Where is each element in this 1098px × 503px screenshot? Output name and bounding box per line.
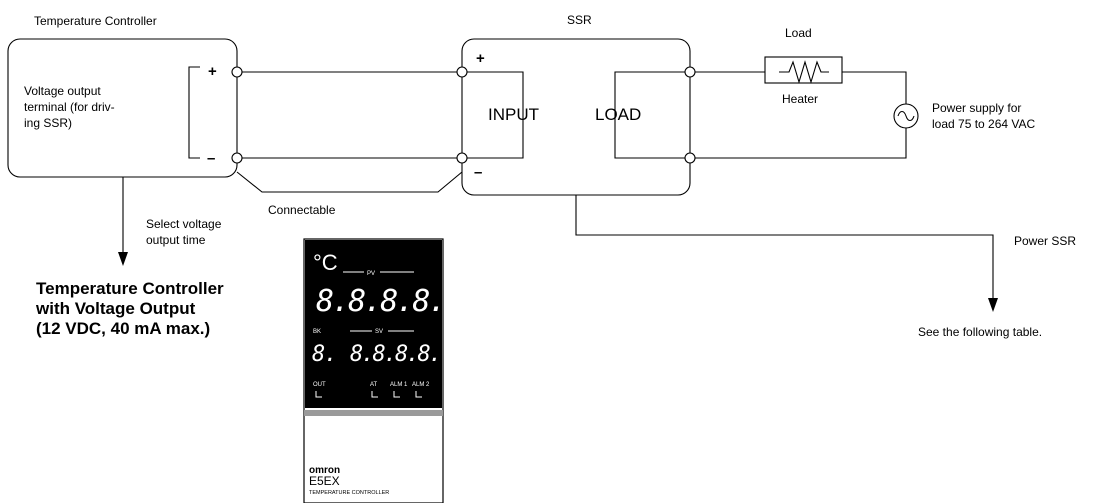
ssr-input-label: INPUT: [488, 105, 539, 124]
controller-positive-terminal: [231, 66, 243, 78]
heater-resistor: [764, 56, 843, 84]
indicator-at-label: AT: [370, 382, 378, 388]
terminal-label-line-3: ing SSR): [24, 116, 72, 130]
power-supply-line-2: load 75 to 264 VAC: [932, 117, 1036, 131]
select-voltage-line-1: Select voltage: [146, 217, 222, 231]
terminal-bracket: [188, 66, 200, 159]
celsius-unit: °C: [313, 250, 338, 275]
product-title-line-1: Temperature Controller: [36, 279, 224, 298]
ssr-minus-sign: –: [474, 164, 482, 181]
power-ssr-path: [575, 195, 994, 302]
indicator-out-label: OUT: [313, 382, 326, 388]
ssr-plus-sign: +: [476, 50, 485, 67]
ssr-load-label: LOAD: [595, 105, 641, 124]
terminal-label-line-2: terminal (for driv-: [24, 100, 115, 114]
ssr-input-positive-terminal: [456, 66, 468, 78]
resistor-zigzag: [779, 60, 829, 84]
connectable-label: Connectable: [268, 203, 336, 217]
power-ssr-label: Power SSR: [1014, 234, 1076, 248]
device-model: E5EX: [309, 474, 340, 488]
product-title-line-2: with Voltage Output: [35, 299, 196, 318]
sine-wave-icon: [897, 110, 915, 122]
see-table-label: See the following table.: [918, 325, 1042, 339]
indicator-alm2-led: [415, 391, 422, 398]
ssr-input-loop: [462, 71, 524, 159]
controller-negative-terminal: [231, 152, 243, 164]
power-supply-line-1: Power supply for: [932, 101, 1021, 115]
indicator-alm1-led: [393, 391, 400, 398]
heater-label: Heater: [782, 92, 818, 106]
pv-label: PV: [367, 271, 375, 277]
indicator-out-led: [315, 391, 322, 398]
sv-label: SV: [375, 329, 383, 335]
load-wire-right: [842, 71, 907, 104]
device-display-panel: [305, 240, 442, 408]
terminal-label-line-1: Voltage output: [24, 84, 101, 98]
indicator-alm2-label: ALM 2: [412, 382, 430, 388]
ssr-load-bottom-terminal: [684, 152, 696, 164]
device-lower-edge: [304, 410, 443, 416]
indicator-at-led: [371, 391, 378, 398]
ssr-input-negative-terminal: [456, 152, 468, 164]
device-brand: omron: [309, 465, 340, 476]
indicator-alm1-label: ALM 1: [390, 382, 408, 388]
load-heading: Load: [785, 26, 812, 40]
bk-label: BK: [313, 329, 321, 335]
controller-minus-sign: –: [207, 150, 215, 167]
ssr-load-loop: [614, 71, 690, 159]
select-voltage-line-2: output time: [146, 233, 206, 247]
connectable-brace: [236, 171, 463, 193]
e5ex-device: °C PV 8.8.8.8. BK SV 8. 8.8.8.8. OUT AT …: [303, 238, 447, 503]
product-title-line-3: (12 VDC, 40 mA max.): [36, 319, 210, 338]
sv-digits: 8.8.8.8.: [350, 342, 440, 367]
bk-digit: 8.: [312, 342, 337, 367]
device-model-caption: TEMPERATURE CONTROLLER: [309, 490, 389, 496]
load-return-wire: [690, 128, 907, 159]
controller-plus-sign: +: [208, 63, 217, 80]
power-ssr-arrow-head: [988, 298, 998, 312]
ssr-heading: SSR: [567, 13, 592, 27]
controller-arrow-head: [118, 252, 128, 266]
temperature-controller-heading: Temperature Controller: [34, 14, 157, 28]
ssr-load-top-terminal: [684, 66, 696, 78]
pv-digits: 8.8.8.8.: [316, 284, 445, 319]
